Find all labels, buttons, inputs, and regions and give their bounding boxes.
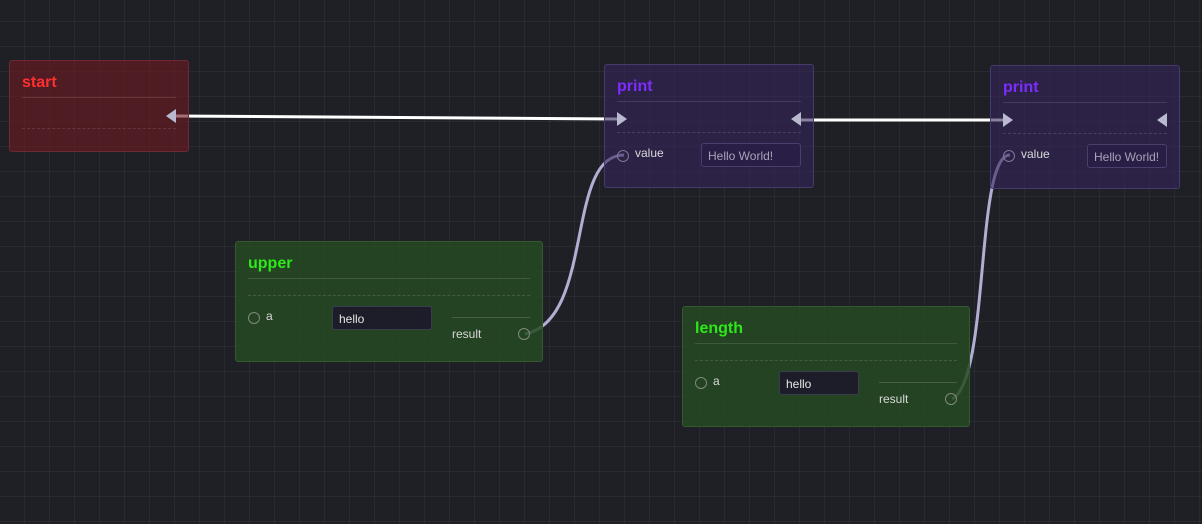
node-divider [617,101,801,102]
node-print-2[interactable]: print value Hello World! [990,65,1180,189]
exec-input-arrow-icon[interactable] [617,112,627,126]
output-port-result[interactable] [945,393,957,405]
a-field[interactable]: hello [332,306,432,330]
node-print-1[interactable]: print value Hello World! [604,64,814,188]
node-title: print [617,78,653,95]
output-divider [452,317,530,318]
node-divider-dashed [248,295,530,296]
input-port-value[interactable] [1003,150,1015,162]
input-label-value: value [635,146,664,160]
node-start[interactable]: start [9,60,189,152]
output-divider [879,382,957,383]
exec-edge-start-to-print-1[interactable] [175,114,618,121]
exec-output-arrow-icon[interactable] [1157,113,1167,127]
value-field[interactable]: Hello World! [1087,144,1167,168]
node-length[interactable]: length a hello result [682,306,970,427]
exec-output-arrow-icon[interactable] [166,109,176,123]
input-port-a[interactable] [248,312,260,324]
input-label-value: value [1021,147,1050,161]
exec-output-arrow-icon[interactable] [791,112,801,126]
node-divider [22,97,176,98]
value-field[interactable]: Hello World! [701,143,801,167]
input-label-a: a [266,309,273,323]
output-label-result: result [879,392,909,406]
output-label-result: result [452,327,482,341]
node-title: start [22,74,57,91]
node-divider-dashed [22,128,176,129]
node-divider [695,343,957,344]
input-port-value[interactable] [617,150,629,162]
node-divider-dashed [617,132,801,133]
node-upper[interactable]: upper a hello result [235,241,543,362]
input-port-a[interactable] [695,377,707,389]
input-label-a: a [713,374,720,388]
node-title: length [695,320,743,337]
node-title: upper [248,255,293,272]
exec-input-arrow-icon[interactable] [1003,113,1013,127]
a-field[interactable]: hello [779,371,859,395]
node-title: print [1003,79,1039,96]
node-divider [1003,102,1167,103]
output-port-result[interactable] [518,328,530,340]
node-divider [248,278,530,279]
node-divider-dashed [695,360,957,361]
node-divider-dashed [1003,133,1167,134]
